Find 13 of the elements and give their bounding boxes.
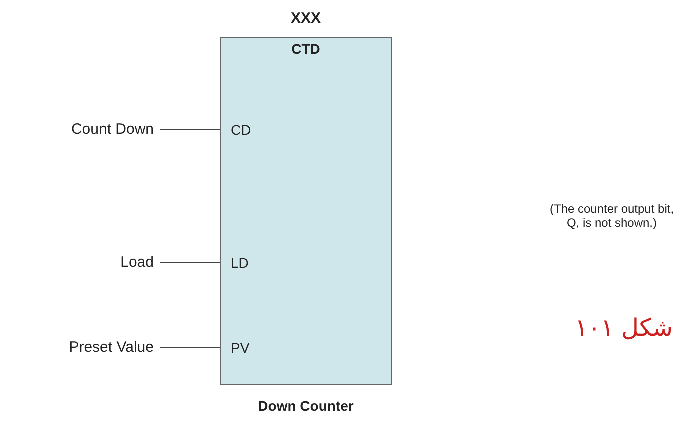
block-name: XXX xyxy=(290,9,322,29)
input-label: Count Down xyxy=(71,122,154,137)
pin-label: CD xyxy=(231,123,252,137)
connector-line xyxy=(160,262,220,264)
figure-number: شکل ١٠١ xyxy=(575,313,673,344)
input-label: Preset Value xyxy=(69,340,154,355)
block-type: CTD xyxy=(290,40,322,59)
input-label: Load xyxy=(120,255,154,270)
caption: Down Counter xyxy=(257,397,355,416)
function-block xyxy=(220,37,392,385)
pin-label: LD xyxy=(231,256,249,270)
pin-label: PV xyxy=(231,341,250,355)
note: (The counter output bit, Q, is not shown.) xyxy=(548,202,676,230)
